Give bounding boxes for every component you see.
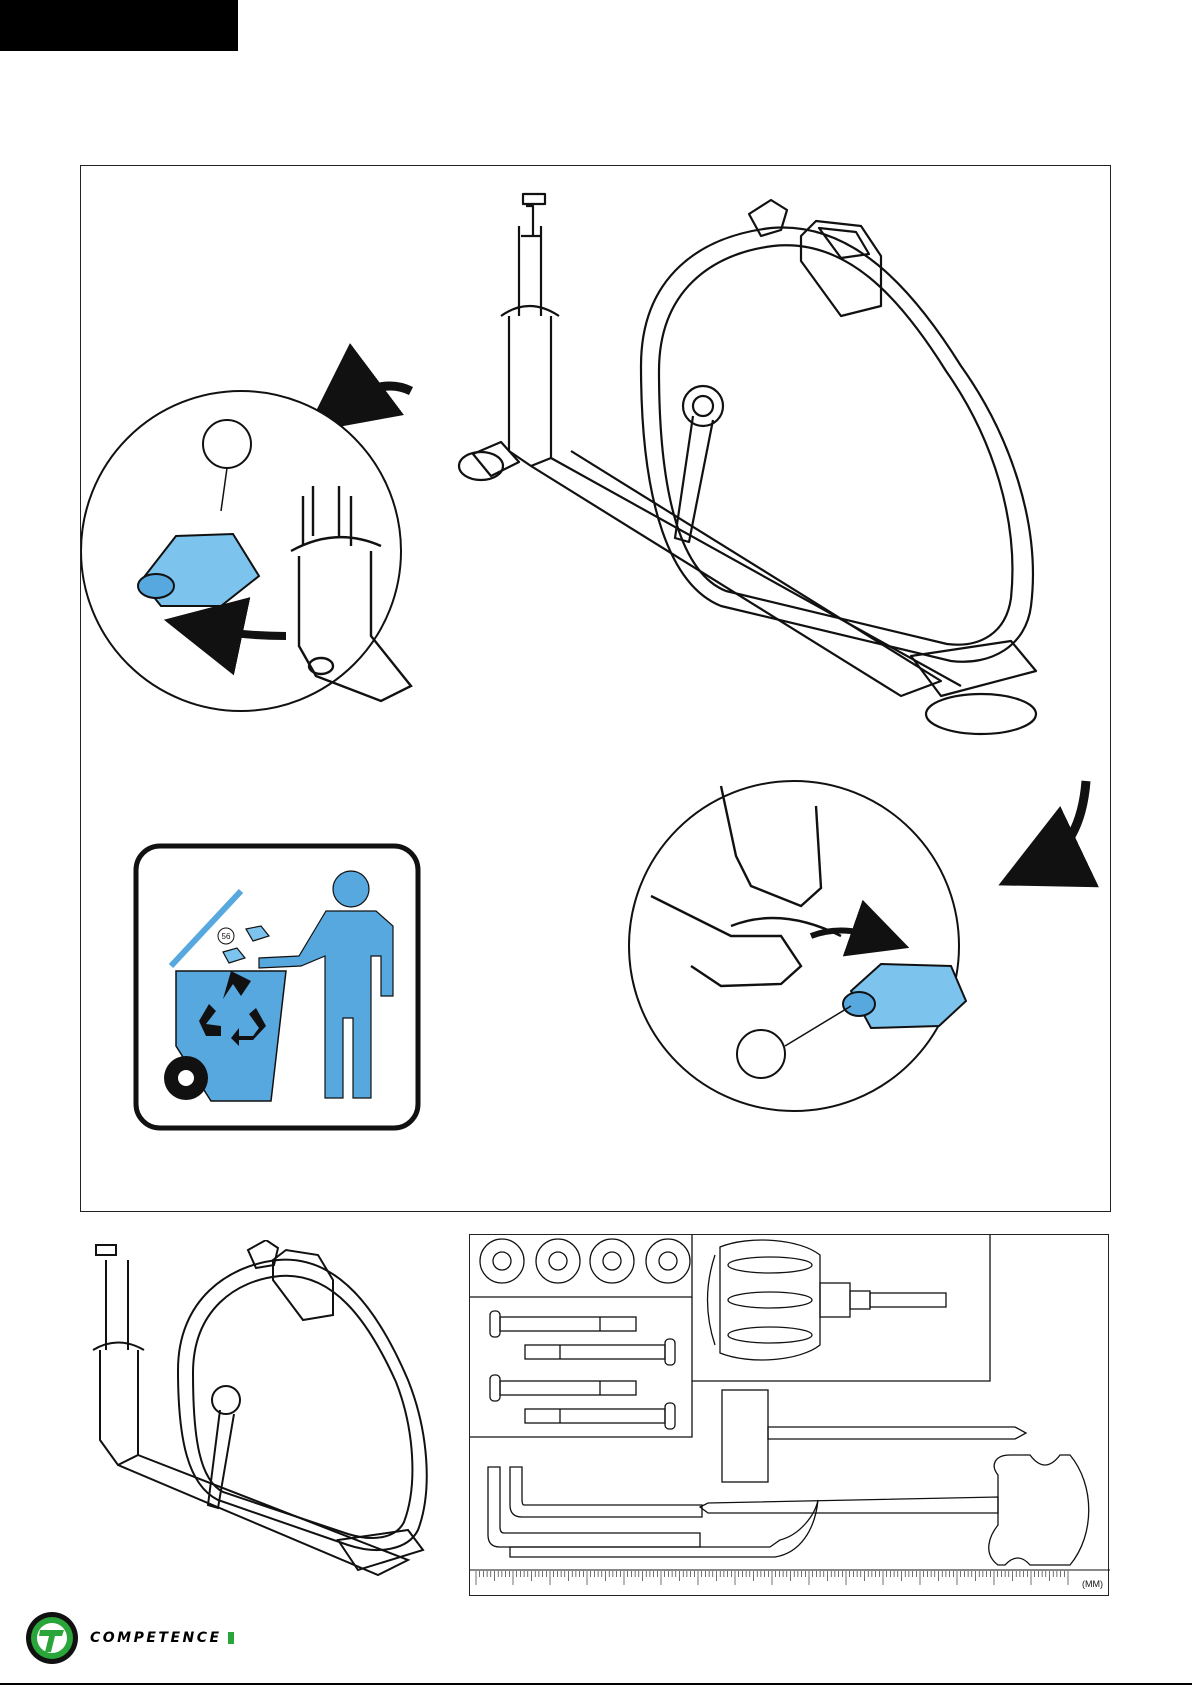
disposal-pictogram: 56 [136, 846, 418, 1128]
main-illustration-frame: 56 [80, 165, 1111, 1212]
detail-circle-front-foot [629, 781, 966, 1111]
part-callout-circle [737, 1030, 785, 1078]
bolts [490, 1311, 675, 1429]
parts-panel: (MM) [469, 1234, 1109, 1596]
bike-drawing [459, 194, 1036, 734]
arrow-icon [341, 386, 411, 406]
measuring-ruler: (MM) [470, 1570, 1110, 1589]
washers [480, 1239, 690, 1283]
ruler-unit-label: (MM) [1082, 1579, 1103, 1589]
part-number-label: 56 [222, 932, 231, 941]
detail-circle-rear-foot [81, 391, 411, 711]
part-callout-circle [203, 420, 251, 468]
header-bar [0, 0, 238, 51]
brand-logo-icon [24, 1610, 80, 1666]
adjustment-knob [708, 1240, 947, 1360]
screwdriver [722, 1390, 1026, 1482]
combination-wrench [700, 1455, 1089, 1565]
brand-mark [228, 1632, 234, 1644]
brand-logo: COMPETENCE [24, 1606, 234, 1670]
brand-name: COMPETENCE [90, 1630, 222, 1646]
arrow-icon [1039, 781, 1086, 866]
main-illustration: 56 [81, 166, 1112, 1213]
overview-bike-drawing [78, 1240, 448, 1585]
